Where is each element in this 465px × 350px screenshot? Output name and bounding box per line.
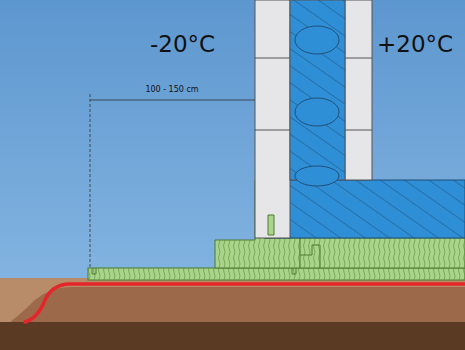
- outer-block: [255, 0, 290, 238]
- footing-insulation: [215, 180, 465, 268]
- dimension-label: 100 - 150 cm: [145, 86, 198, 94]
- inner-block: [345, 0, 372, 180]
- footing-insulation-texture: [215, 180, 465, 268]
- temperature-outside: -20°C: [150, 33, 215, 56]
- block-joints: [255, 58, 372, 130]
- soil-deep: [0, 322, 465, 350]
- temperature-inside: +20°C: [377, 33, 453, 56]
- wall-tie: [295, 98, 339, 126]
- insulation-joint: [300, 238, 320, 268]
- wing-insulation-texture: [88, 268, 465, 280]
- dimension-line: [90, 100, 255, 101]
- floor-slab: [265, 180, 465, 238]
- key-slot: [268, 215, 274, 235]
- wall-tie: [295, 26, 339, 54]
- dimension-extension: [90, 94, 91, 268]
- slab-hatch: [265, 180, 465, 238]
- wall-core-hatch: [290, 0, 345, 180]
- wing-insulation: [88, 268, 465, 280]
- wall-tie: [295, 166, 339, 186]
- wall-core: [290, 0, 345, 180]
- frost-line: [25, 284, 465, 322]
- board-joints: [92, 268, 296, 274]
